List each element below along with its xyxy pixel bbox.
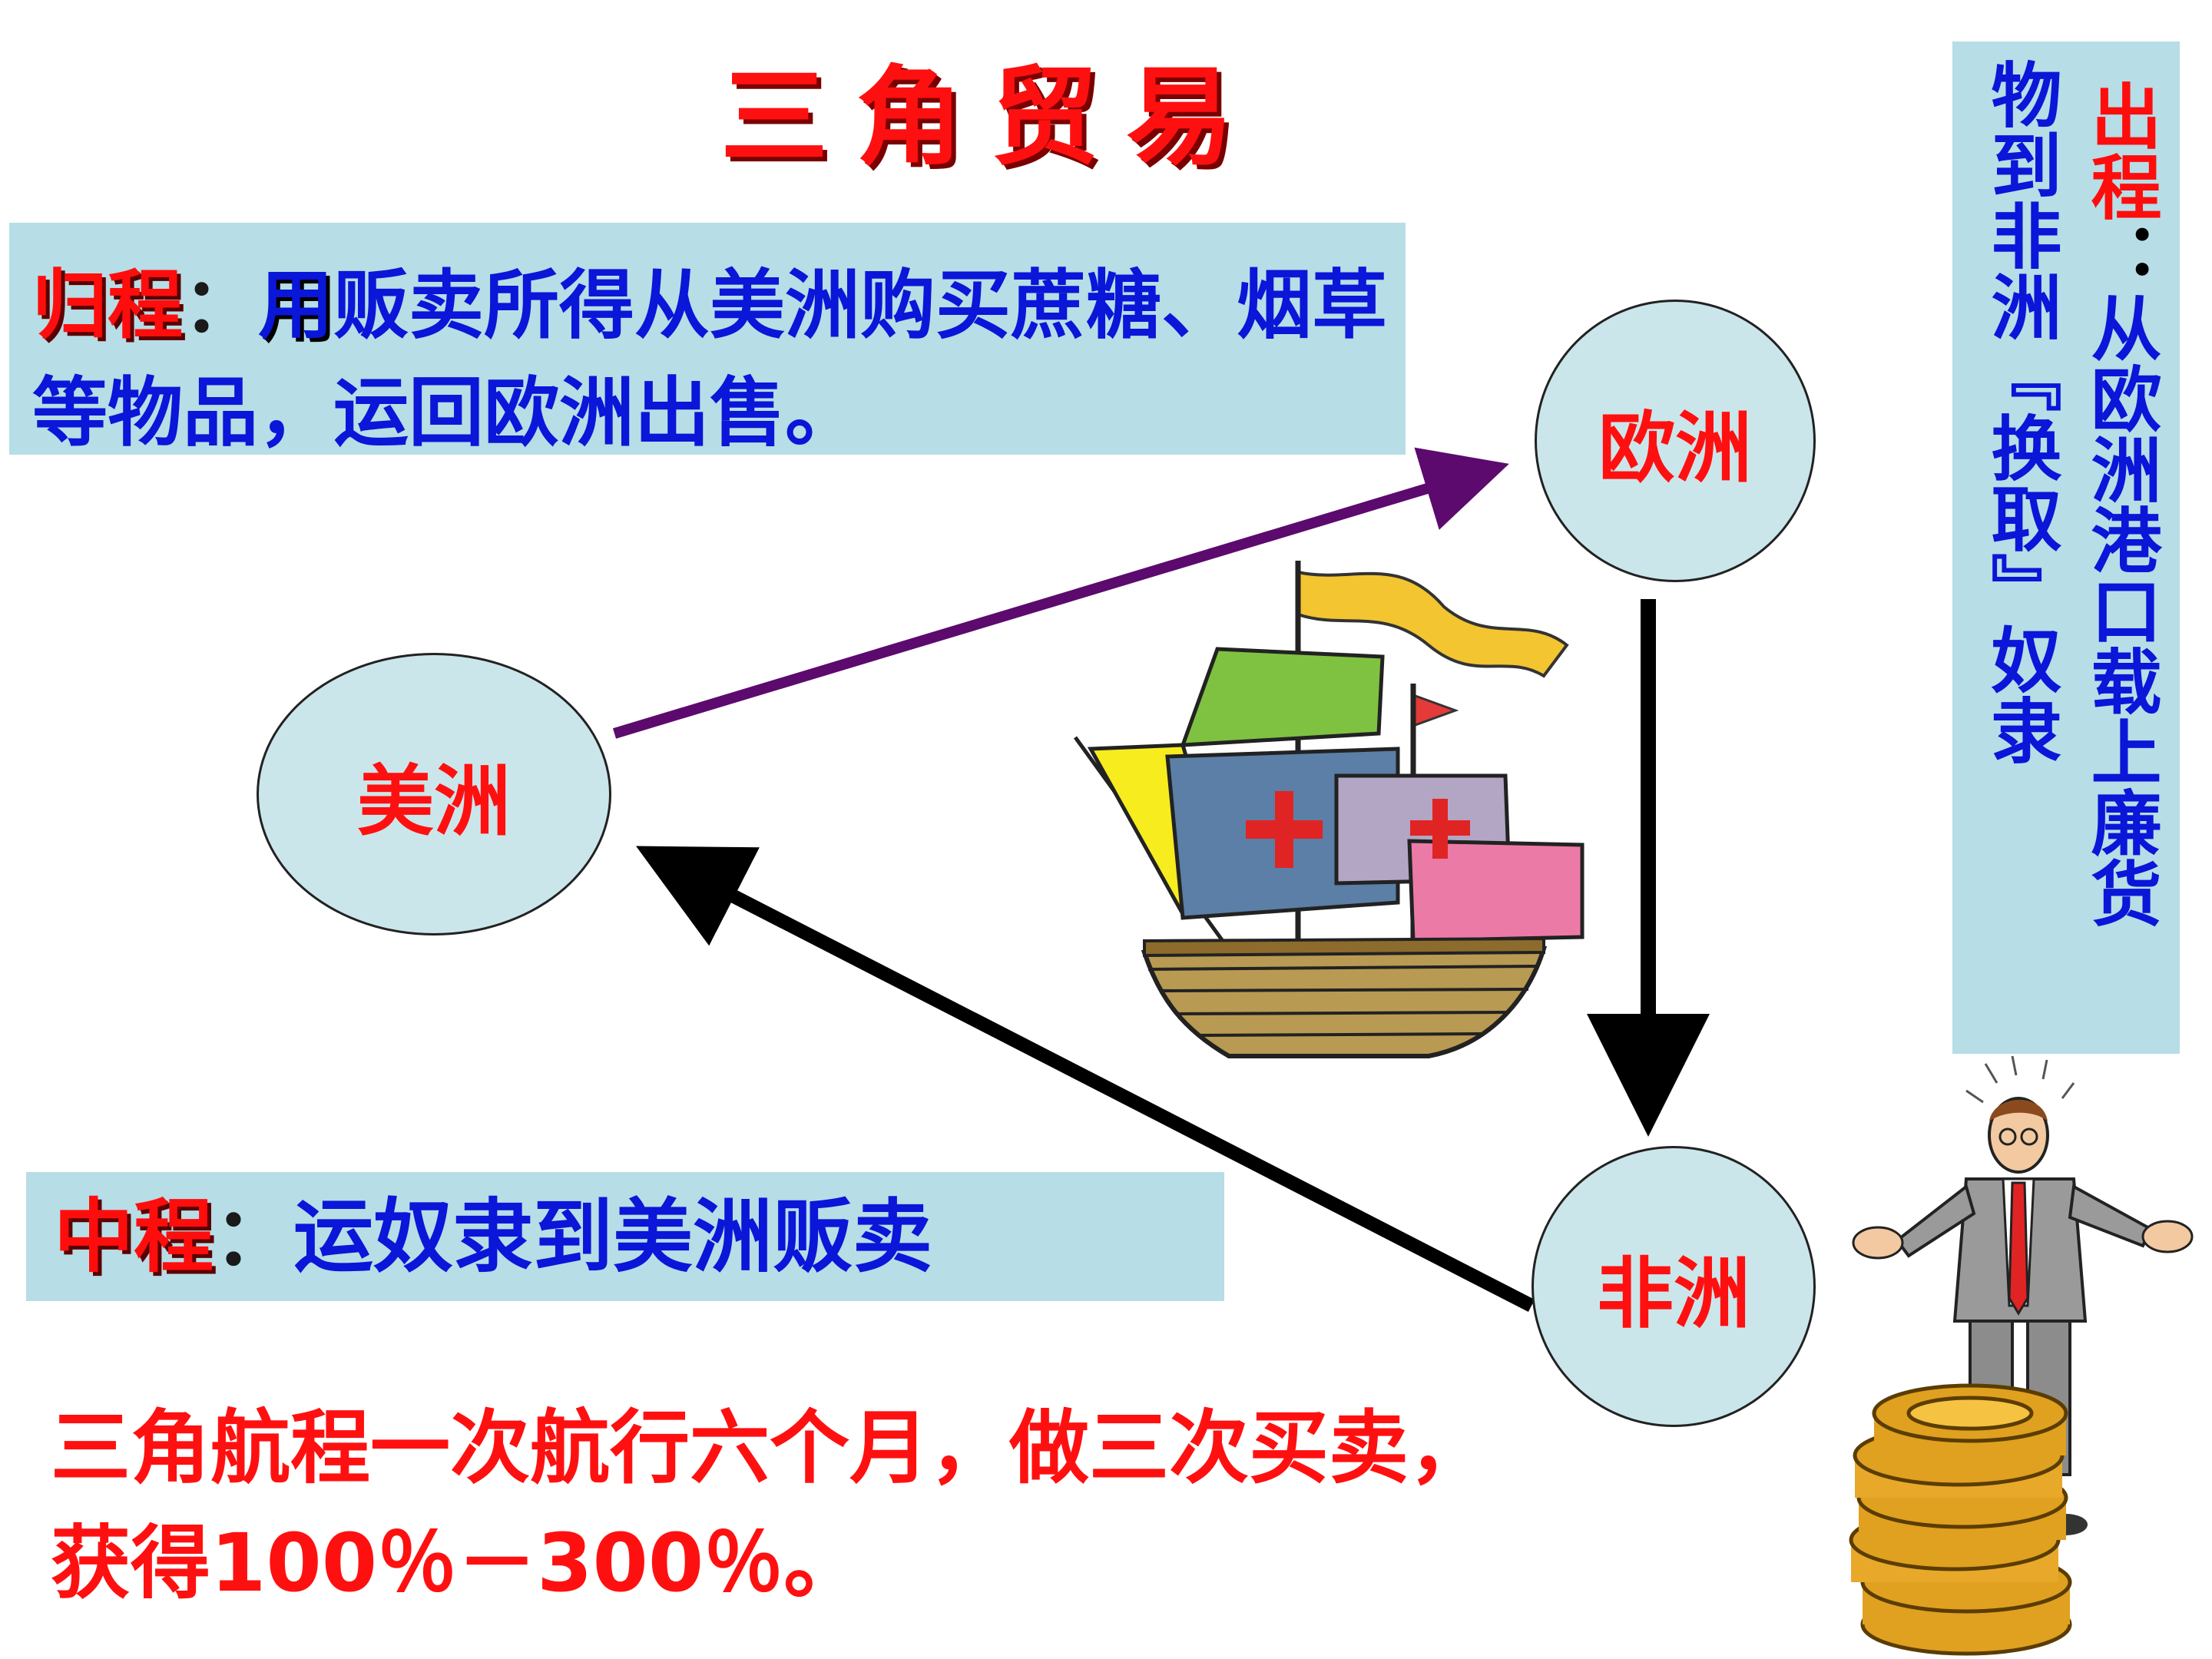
middle-leg-colon: ： <box>214 1190 294 1283</box>
businessman-on-coins-icon <box>1849 1055 2194 1656</box>
summary-line-1: 三角航程一次航行六个月，做三次买卖， <box>51 1401 1489 1495</box>
return-leg-label: 归程 <box>32 262 184 349</box>
sailing-ship-icon <box>1073 561 1584 1058</box>
middle-leg-arrow <box>635 846 1535 1313</box>
slide-title: 三角贸易 <box>720 55 1261 180</box>
outbound-leg-colon: ： <box>2079 221 2161 292</box>
summary-line-2: 获得100％－300％。 <box>51 1516 864 1610</box>
return-leg-colon: ： <box>183 262 259 349</box>
outbound-leg-text-2: 物到非洲『换取』奴隶 <box>1979 58 2061 765</box>
return-leg-arrow <box>612 447 1509 739</box>
return-leg-lead: 用 <box>258 262 334 349</box>
return-leg-text: 归程：用贩卖所得从美洲购买蔗糖、烟草等物品，运回欧洲出售。 <box>32 252 1399 467</box>
outbound-leg-column-1: 出程：从欧洲港口载上廉货 <box>2079 80 2161 928</box>
node-europe: 欧洲 <box>1535 300 1816 582</box>
node-america: 美洲 <box>257 653 611 935</box>
middle-leg-text: 中程：运奴隶到美洲贩卖 <box>54 1186 1206 1287</box>
node-africa: 非洲 <box>1532 1146 1816 1427</box>
outbound-leg-text-1: 从欧洲港口载上廉货 <box>2079 292 2161 928</box>
return-leg-description: 贩卖所得从美洲购买蔗糖、烟草等物品，运回欧洲出售。 <box>32 262 1388 457</box>
outbound-leg-box: 出程：从欧洲港口载上廉货 物到非洲『换取』奴隶 <box>1952 41 2180 1054</box>
summary-text: 三角航程一次航行六个月，做三次买卖， 获得100％－300％。 <box>51 1390 1664 1621</box>
middle-leg-description: 运奴隶到美洲贩卖 <box>293 1190 933 1283</box>
middle-leg-box: 中程：运奴隶到美洲贩卖 <box>26 1172 1224 1301</box>
outbound-leg-label: 出程 <box>2079 80 2161 221</box>
middle-leg-label: 中程 <box>54 1190 214 1283</box>
return-leg-box: 归程：用贩卖所得从美洲购买蔗糖、烟草等物品，运回欧洲出售。 <box>9 223 1406 457</box>
outbound-leg-column-2: 物到非洲『换取』奴隶 <box>1979 58 2061 765</box>
